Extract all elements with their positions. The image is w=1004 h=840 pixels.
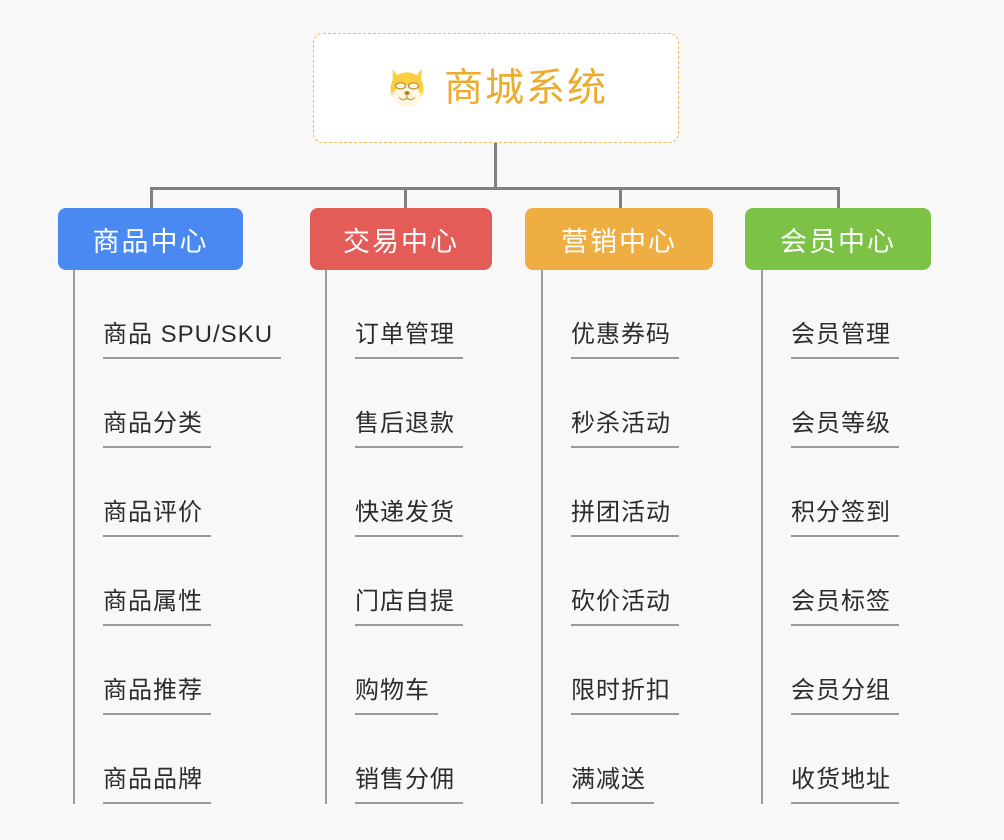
dog-face-icon — [390, 69, 424, 107]
list-item-label: 收货地址 — [791, 766, 899, 804]
connector-drop-3 — [619, 187, 622, 208]
list-item[interactable]: 限时折扣 — [541, 626, 679, 715]
connector-drop-1 — [150, 187, 153, 208]
list-item-label: 商品分类 — [103, 410, 211, 448]
list-item[interactable]: 订单管理 — [325, 270, 463, 359]
list-item[interactable]: 售后退款 — [325, 359, 463, 448]
list-item[interactable]: 商品品牌 — [73, 715, 281, 804]
root-title: 商城系统 — [443, 66, 608, 110]
column-header-label: 会员中心 — [780, 226, 896, 257]
list-item[interactable]: 砍价活动 — [541, 537, 679, 626]
column-member-items: 会员管理 会员等级 积分签到 会员标签 会员分组 收货地址 — [761, 270, 899, 804]
list-item-label: 满减送 — [571, 766, 654, 804]
list-item[interactable]: 商品 SPU/SKU — [73, 270, 282, 359]
list-item-label: 快递发货 — [355, 499, 463, 537]
list-item[interactable]: 拼团活动 — [541, 448, 679, 537]
list-item-label: 秒杀活动 — [571, 410, 679, 448]
root-node[interactable]: 商城系统 — [313, 33, 679, 143]
list-item[interactable]: 商品分类 — [73, 359, 281, 448]
list-item[interactable]: 快递发货 — [325, 448, 463, 537]
list-item-label: 优惠券码 — [571, 321, 679, 359]
list-item-label: 会员标签 — [791, 588, 899, 626]
connector-drop-4 — [837, 187, 840, 208]
list-item-label: 会员分组 — [791, 677, 899, 715]
connector-drop-2 — [404, 187, 407, 208]
column-header-label: 交易中心 — [343, 226, 459, 257]
list-item-label: 订单管理 — [355, 321, 463, 359]
list-item-label: 会员管理 — [791, 321, 899, 359]
list-item-label: 商品推荐 — [103, 677, 211, 715]
list-item-label: 商品 SPU/SKU — [103, 321, 282, 359]
list-item-label: 砍价活动 — [571, 588, 679, 626]
list-item[interactable]: 收货地址 — [761, 715, 899, 804]
column-product-items: 商品 SPU/SKU 商品分类 商品评价 商品属性 商品推荐 商品品牌 — [73, 270, 282, 804]
list-item[interactable]: 积分签到 — [761, 448, 899, 537]
column-header-member[interactable]: 会员中心 — [745, 208, 931, 270]
list-item[interactable]: 会员管理 — [761, 270, 899, 359]
column-marketing-items: 优惠券码 秒杀活动 拼团活动 砍价活动 限时折扣 满减送 — [541, 270, 679, 804]
column-spine — [325, 270, 327, 804]
column-spine — [73, 270, 75, 804]
connector-root-vertical — [494, 143, 497, 189]
list-item-label: 商品属性 — [103, 588, 211, 626]
list-item[interactable]: 秒杀活动 — [541, 359, 679, 448]
list-item[interactable]: 优惠券码 — [541, 270, 679, 359]
column-spine — [541, 270, 543, 804]
list-item[interactable]: 满减送 — [541, 715, 679, 804]
list-item[interactable]: 商品属性 — [73, 537, 281, 626]
list-item-label: 门店自提 — [355, 588, 463, 626]
connector-horizontal-bar — [150, 187, 840, 190]
list-item[interactable]: 门店自提 — [325, 537, 463, 626]
list-item[interactable]: 商品推荐 — [73, 626, 281, 715]
column-header-label: 商品中心 — [92, 226, 209, 257]
column-header-label: 营销中心 — [561, 226, 677, 257]
list-item-label: 会员等级 — [791, 410, 899, 448]
list-item-label: 售后退款 — [355, 410, 463, 448]
list-item-label: 积分签到 — [791, 499, 899, 537]
list-item[interactable]: 会员分组 — [761, 626, 899, 715]
list-item[interactable]: 会员等级 — [761, 359, 899, 448]
column-header-marketing[interactable]: 营销中心 — [525, 208, 713, 270]
column-header-product[interactable]: 商品中心 — [58, 208, 243, 270]
list-item-label: 拼团活动 — [571, 499, 679, 537]
list-item-label: 销售分佣 — [355, 766, 463, 804]
column-trade-items: 订单管理 售后退款 快递发货 门店自提 购物车 销售分佣 — [325, 270, 463, 804]
list-item[interactable]: 商品评价 — [73, 448, 281, 537]
list-item-label: 限时折扣 — [571, 677, 679, 715]
list-item[interactable]: 销售分佣 — [325, 715, 463, 804]
column-header-trade[interactable]: 交易中心 — [310, 208, 492, 270]
list-item-label: 商品评价 — [103, 499, 211, 537]
list-item-label: 购物车 — [355, 677, 438, 715]
column-spine — [761, 270, 763, 804]
list-item[interactable]: 会员标签 — [761, 537, 899, 626]
list-item[interactable]: 购物车 — [325, 626, 463, 715]
list-item-label: 商品品牌 — [103, 766, 211, 804]
